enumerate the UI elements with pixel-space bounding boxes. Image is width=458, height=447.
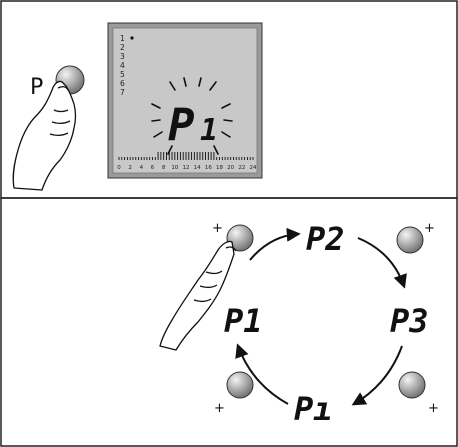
day-6: 6 [120,79,125,88]
plus-sign-top-left: + [212,221,223,236]
plus-button-bottom-right[interactable] [398,371,426,399]
plus-button-top-right[interactable] [396,226,424,254]
hour-tick-label: 12 [183,165,190,171]
day-7: 7 [120,88,125,97]
hour-tick-label: 0 [117,165,121,171]
hour-tick-label: 20 [227,165,234,171]
hour-tick-label: 6 [151,165,155,171]
hour-tick-label: 8 [162,165,166,171]
day-list: 1 2 3 4 5 6 7 [120,34,125,97]
hour-tick-label: 14 [194,165,201,171]
hour-bar [118,152,254,160]
day-4: 4 [120,61,125,70]
hour-tick-label: 2 [128,165,132,171]
cycle-arrows [235,227,407,406]
plus-sign-bottom-right: + [428,401,439,416]
hour-tick-label: 24 [250,165,257,171]
cycle-label-p1-short: Pı [294,390,333,428]
day-5: 5 [120,70,125,79]
bottom-panel-frame [0,197,458,447]
hand-icon [12,80,77,191]
cycle-label-p2: P2 [306,220,345,258]
cycle-label-p1: P1 [224,302,263,340]
lcd-program-letter: P [168,100,195,151]
lcd-screen [112,27,258,174]
day-2: 2 [120,43,125,52]
plus-button-bottom-left[interactable] [226,371,254,399]
active-day-dot [130,36,134,40]
arrow-p1-to-p2 [249,227,301,261]
hour-tick-label: 16 [205,165,212,171]
lcd-program-digit: 1 [200,113,218,148]
arrow-p3-to-p1short [351,345,403,406]
hour-tick-label: 10 [171,165,178,171]
arrow-p2-to-p3 [357,237,407,289]
day-3: 3 [120,52,125,61]
p-button-label: P [30,75,43,100]
plus-button-top-left[interactable] [226,224,254,252]
plus-sign-bottom-left: + [214,401,225,416]
hour-tick-label: 4 [140,165,144,171]
hour-tick-label: 22 [238,165,245,171]
arrow-p1short-to-p1 [235,343,289,405]
day-1: 1 [120,34,125,43]
plus-sign-top-right: + [424,221,435,236]
hour-tick-label: 18 [216,165,223,171]
blink-rays-icon [151,77,233,155]
cycle-label-p3: P3 [390,302,429,340]
lcd-program-readout: P 1 [168,100,218,151]
hand-icon [159,240,237,351]
